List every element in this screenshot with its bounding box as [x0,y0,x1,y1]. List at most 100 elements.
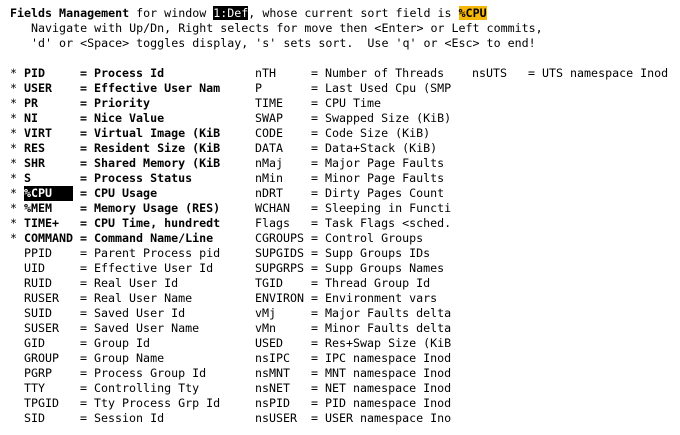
field-row-supgids[interactable]: SUPGIDS=Supp Groups IDs [241,246,451,261]
field-row-nth[interactable]: nTH=Number of Threads [241,66,451,81]
equals-sign: = [311,111,319,125]
field-key: nsUSER [255,411,298,425]
field-row-cpu[interactable]: *%CPU=CPU Usage [10,186,220,201]
field-key: S [24,171,32,185]
field-description: Supp Groups IDs [325,246,431,260]
field-row-gid[interactable]: GID=Group Id [10,336,220,351]
field-row-vmj[interactable]: vMj=Major Faults delta [241,306,451,321]
field-row-command[interactable]: *COMMAND=Command Name/Line [10,231,220,246]
displayed-marker: * [10,171,18,185]
field-description: Parent Process pid [94,246,221,260]
field-row-sid[interactable]: SID=Session Id [10,411,220,426]
field-key: CODE [255,126,284,140]
field-description: Saved User Name [94,321,200,335]
displayed-marker: * [10,66,18,80]
equals-sign: = [80,141,88,155]
field-key: RES [24,141,46,155]
field-key: PR [24,96,39,110]
field-key: CGROUPS [255,231,305,245]
field-description: Resident Size (KiB [94,141,221,155]
screen-title: Fields Management [10,6,130,20]
field-key: TTY [24,381,46,395]
displayed-marker: * [10,141,18,155]
displayed-marker: * [10,81,18,95]
field-row-mem[interactable]: *%MEM=Memory Usage (RES) [10,201,220,216]
equals-sign: = [528,66,536,80]
field-row-nsmnt[interactable]: nsMNT=MNT namespace Inod [241,366,451,381]
field-row-uid[interactable]: UID=Effective User Id [10,261,220,276]
field-key: %CPU [24,186,73,201]
field-key: nsUTS [472,66,508,80]
equals-sign: = [80,96,88,110]
field-key: VIRT [24,126,53,140]
equals-sign: = [311,246,319,260]
equals-sign: = [80,246,88,260]
field-row-nsuts[interactable]: nsUTS=UTS namespace Inod [458,66,668,81]
field-row-tty[interactable]: TTY=Controlling Tty [10,381,220,396]
field-description: Minor Page Faults [325,171,445,185]
field-row-ni[interactable]: *NI=Nice Value [10,111,220,126]
field-row-nsuser[interactable]: nsUSER=USER namespace Ino [241,411,451,426]
field-row-shr[interactable]: *SHR=Shared Memory (KiB [10,156,220,171]
field-row-group[interactable]: GROUP=Group Name [10,351,220,366]
field-description: Swapped Size (KiB) [325,111,452,125]
field-description: Number of Threads [325,66,445,80]
field-row-supgrps[interactable]: SUPGRPS=Supp Groups Names [241,261,451,276]
field-row-ruser[interactable]: RUSER=Real User Name [10,291,220,306]
field-row-ppid[interactable]: PPID=Parent Process pid [10,246,220,261]
field-row-swap[interactable]: SWAP=Swapped Size (KiB) [241,111,451,126]
field-description: Shared Memory (KiB [94,156,221,170]
field-key: %MEM [24,201,53,215]
field-description: CPU Time [325,96,382,110]
field-row-code[interactable]: CODE=Code Size (KiB) [241,126,451,141]
spacer [10,51,675,66]
field-row-time[interactable]: TIME=CPU Time [241,96,451,111]
field-row-wchan[interactable]: WCHAN=Sleeping in Functi [241,201,451,216]
equals-sign: = [80,111,88,125]
field-row-suid[interactable]: SUID=Saved User Id [10,306,220,321]
field-row-data[interactable]: DATA=Data+Stack (KiB) [241,141,451,156]
field-description: Sleeping in Functi [325,201,452,215]
field-key: COMMAND [24,231,74,245]
field-key: SUID [24,306,53,320]
field-row-time[interactable]: *TIME+=CPU Time, hundredt [10,216,220,231]
field-row-nsipc[interactable]: nsIPC=IPC namespace Inod [241,351,451,366]
field-row-nsnet[interactable]: nsNET=NET namespace Inod [241,381,451,396]
field-row-p[interactable]: P=Last Used Cpu (SMP [241,81,451,96]
field-row-ndrt[interactable]: nDRT=Dirty Pages Count [241,186,451,201]
field-description: CPU Usage [94,186,158,200]
equals-sign: = [311,306,319,320]
field-row-user[interactable]: *USER=Effective User Nam [10,81,220,96]
field-key: WCHAN [255,201,291,215]
field-row-virt[interactable]: *VIRT=Virtual Image (KiB [10,126,220,141]
field-row-pid[interactable]: *PID=Process Id [10,66,220,81]
field-row-s[interactable]: *S=Process Status [10,171,220,186]
field-row-tgid[interactable]: TGID=Thread Group Id [241,276,451,291]
field-row-res[interactable]: * RES = Resident Size (KiB [10,141,220,156]
field-row-nmin[interactable]: nMin=Minor Page Faults [241,171,451,186]
field-row-ruid[interactable]: RUID=Real User Id [10,276,220,291]
field-description: Task Flags <sched. [325,216,452,230]
field-key: UID [24,261,46,275]
field-description: Effective User Nam [94,81,221,95]
displayed-marker: * [10,156,18,170]
field-row-nmaj[interactable]: nMaj=Major Page Faults [241,156,451,171]
field-row-environ[interactable]: ENVIRON=Environment vars [241,291,451,306]
equals-sign: = [311,81,319,95]
field-row-pgrp[interactable]: PGRP=Process Group Id [10,366,220,381]
displayed-marker: * [10,186,18,200]
equals-sign: = [311,321,319,335]
equals-sign: = [311,411,319,425]
field-row-used[interactable]: USED=Res+Swap Size (KiB [241,336,451,351]
field-row-nspid[interactable]: nsPID=PID namespace Inod [241,396,451,411]
field-key: nMin [255,171,284,185]
field-row-suser[interactable]: SUSER=Saved User Name [10,321,220,336]
field-description: Control Groups [325,231,424,245]
field-key: PGRP [24,366,53,380]
field-key: SHR [24,156,46,170]
field-row-cgroups[interactable]: CGROUPS=Control Groups [241,231,451,246]
field-row-flags[interactable]: Flags=Task Flags <sched. [241,216,451,231]
field-row-pr[interactable]: *PR=Priority [10,96,220,111]
field-row-vmn[interactable]: vMn=Minor Faults delta [241,321,451,336]
field-row-tpgid[interactable]: TPGID=Tty Process Grp Id [10,396,220,411]
